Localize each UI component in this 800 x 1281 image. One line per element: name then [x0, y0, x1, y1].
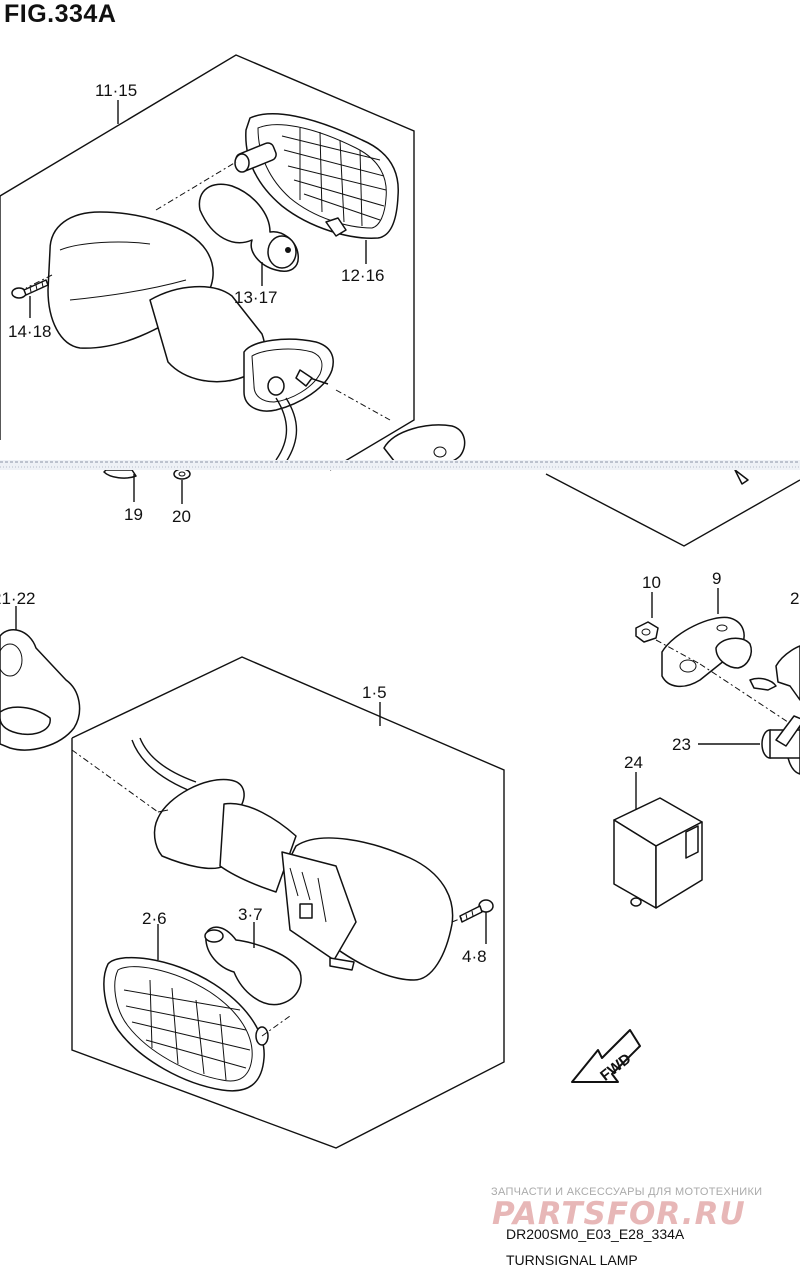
bracket-part-19	[103, 424, 466, 479]
callout-14-18: 14·18	[8, 322, 51, 341]
callout-13-17: 13·17	[234, 288, 277, 307]
mount-bracket-part-21-22	[0, 629, 81, 751]
callout-3-7: 3·7	[238, 905, 263, 924]
bulb-part-3-7	[204, 926, 302, 1006]
bulb-part-13-17	[198, 183, 299, 272]
callout-2-6: 2·6	[142, 909, 167, 928]
nut-part-20	[173, 468, 191, 480]
housing-part-11-15	[47, 211, 334, 463]
callout-11-15: 11·15	[95, 81, 137, 100]
plate-part-9	[661, 616, 752, 688]
callout-21-22: 21·22	[0, 589, 35, 608]
watermark-tagline: ЗАПЧАСТИ И АКСЕССУАРЫ ДЛЯ МОТОТЕХНИКИ	[491, 1186, 763, 1198]
callout-23: 23	[672, 735, 691, 754]
upper-assembly-frame	[0, 54, 415, 471]
callout-1-5: 1·5	[362, 683, 387, 702]
bolt-part-23	[761, 715, 800, 759]
diagram-caption: TURNSIGNAL LAMP	[506, 1252, 638, 1268]
callout-19: 19	[124, 505, 143, 524]
diagram-code: DR200SM0_E03_E28_334A	[506, 1226, 685, 1242]
nut-part-10	[635, 621, 659, 643]
watermark-brand: PARTSFOR.RU	[492, 1196, 746, 1232]
housing-part-1-5	[153, 778, 454, 981]
lower-assembly-frame	[71, 656, 505, 1149]
fwd-direction-arrow: FWD	[571, 1029, 641, 1085]
callout-20: 20	[172, 507, 191, 526]
screw-part-4-8	[459, 899, 494, 923]
callout-12-16: 12·16	[341, 266, 384, 285]
callout-9: 9	[712, 569, 721, 588]
callout-4-8: 4·8	[462, 947, 487, 966]
figure-title: FIG.334A	[4, 0, 117, 28]
callout-24: 24	[624, 753, 643, 772]
screw-part-14-18	[11, 279, 49, 299]
callout-10: 10	[642, 573, 661, 592]
relay-part-24	[613, 797, 703, 909]
lens-part-2-6	[103, 956, 269, 1092]
lens-part-12-16	[234, 113, 399, 239]
callout-2-right: 2	[790, 589, 799, 608]
